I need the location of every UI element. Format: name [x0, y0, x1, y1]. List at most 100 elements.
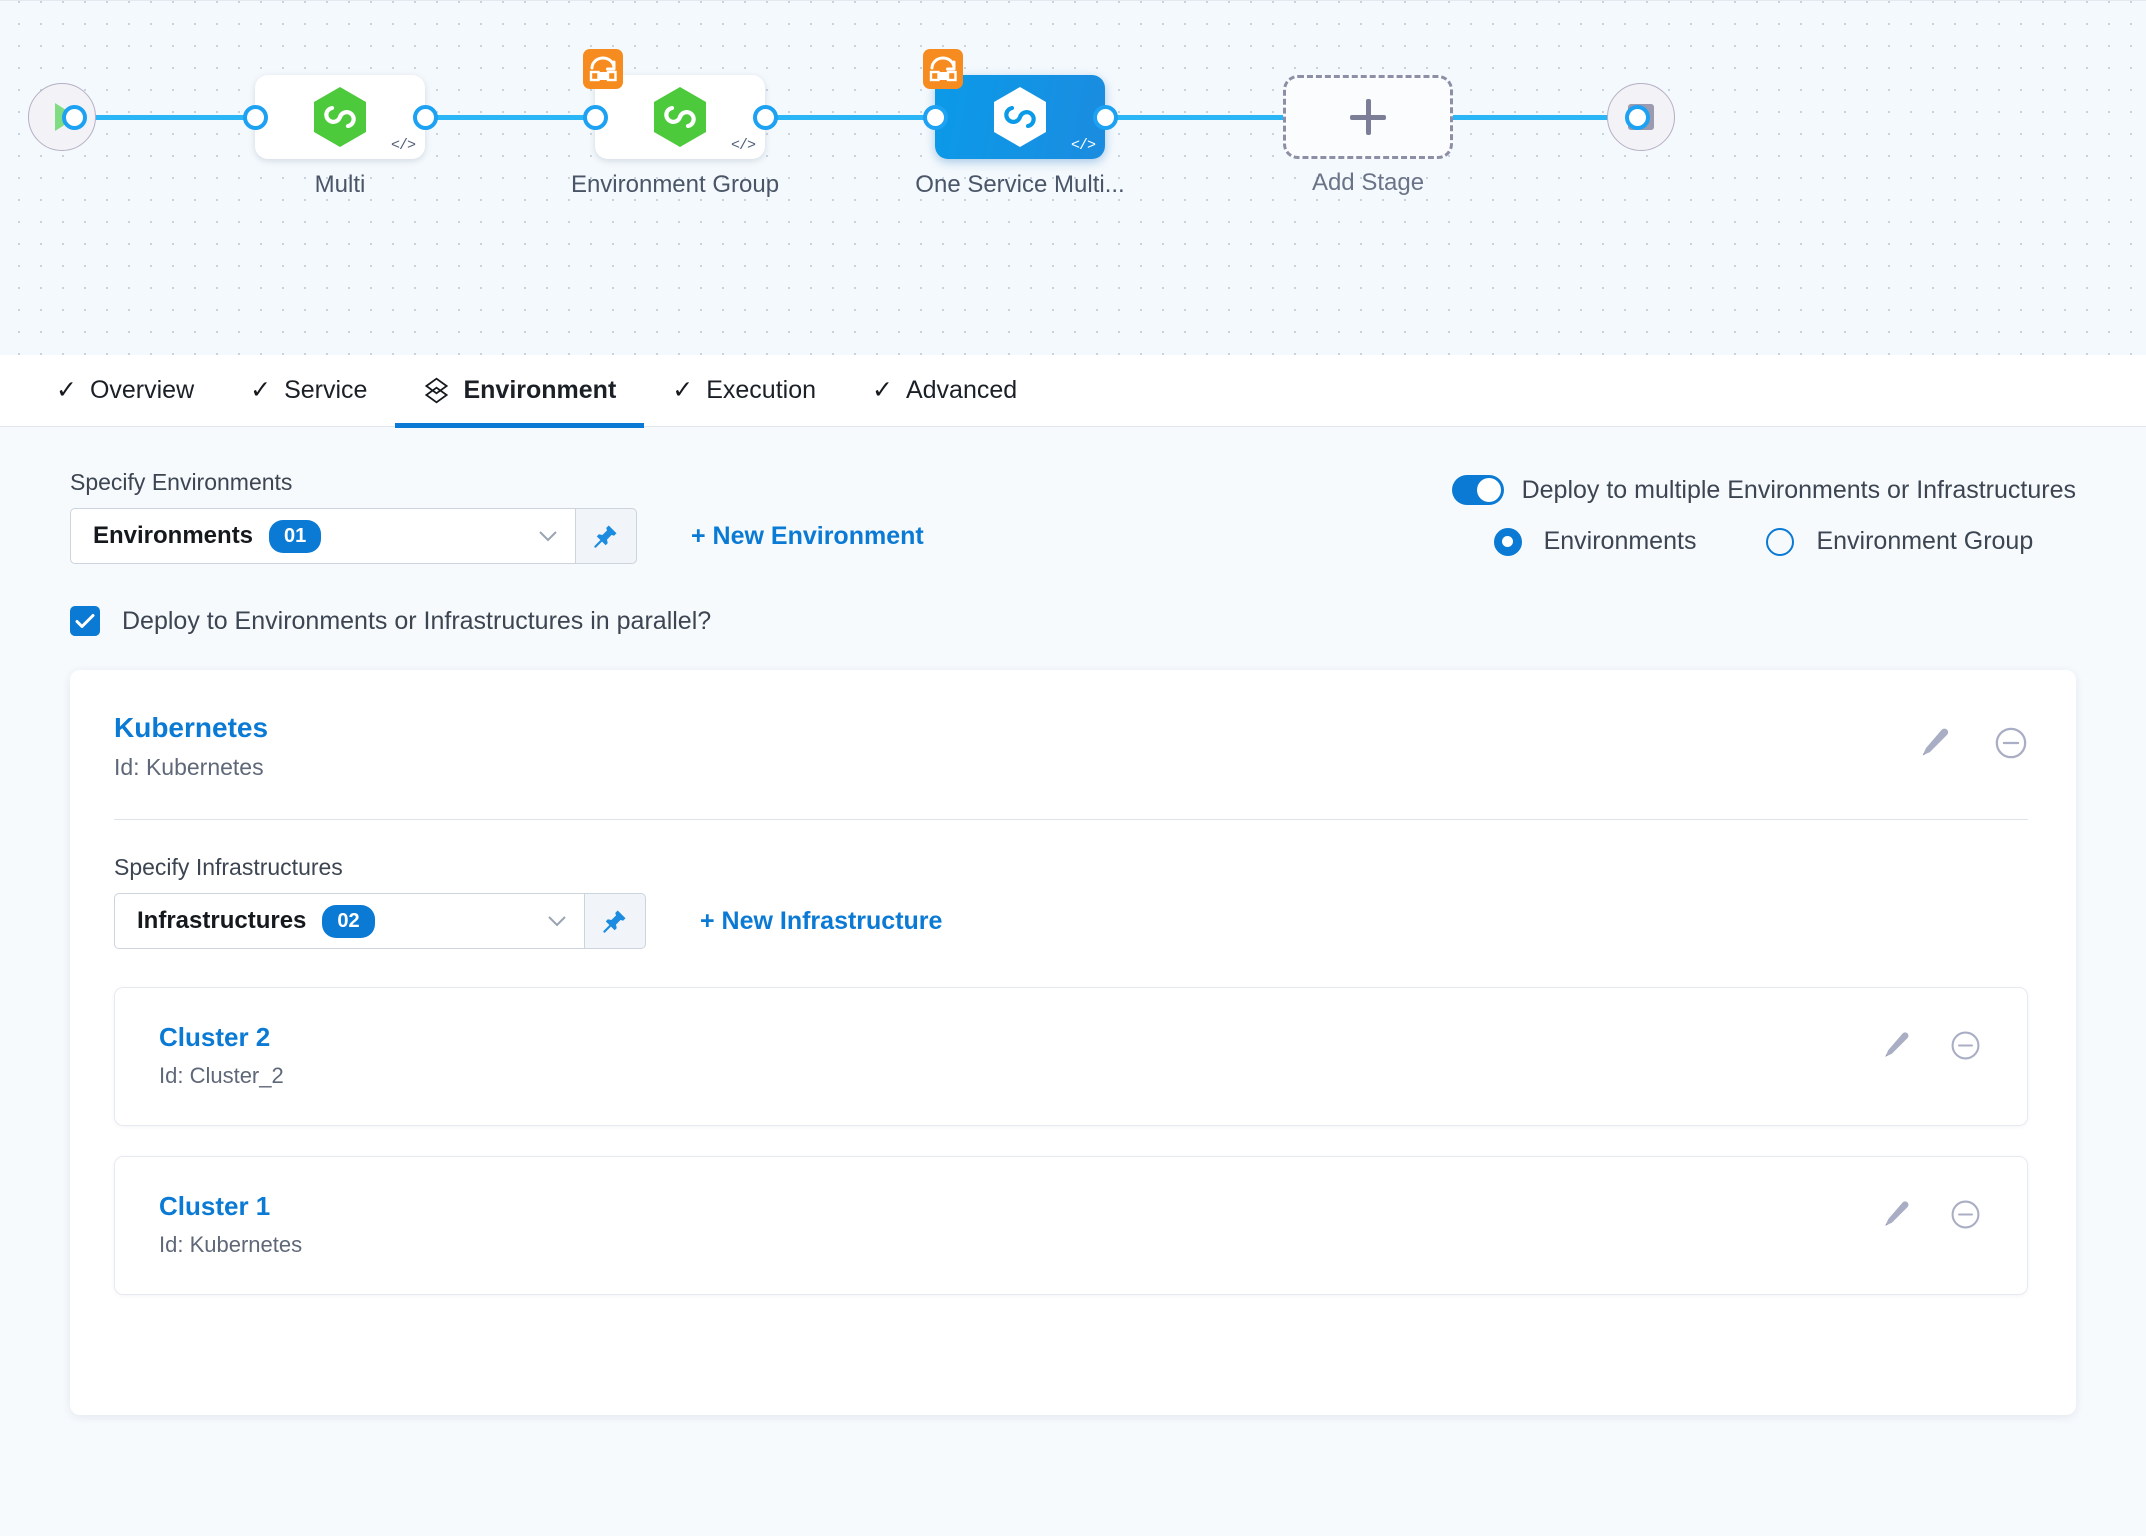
environment-card: Kubernetes Id: Kubernetes	[70, 670, 2076, 1415]
new-infrastructure-button[interactable]: + New Infrastructure	[700, 907, 942, 936]
minus-circle-icon	[1950, 1199, 1981, 1230]
deploy-multiple-toggle[interactable]	[1452, 475, 1504, 505]
minus-circle-icon	[1950, 1030, 1981, 1061]
chevron-down-icon	[546, 914, 568, 928]
environment-panel: Specify Environments Environments 01 + N…	[0, 427, 2146, 1415]
radio-environment-group-label: Environment Group	[1816, 527, 2033, 556]
infrastructure-name[interactable]: Cluster 1	[159, 1191, 302, 1222]
environment-name[interactable]: Kubernetes	[114, 712, 268, 744]
infrastructure-id: Id: Cluster_2	[159, 1063, 284, 1089]
add-stage-label: Add Stage	[1283, 169, 1453, 197]
radio-inner-dot	[1502, 536, 1513, 547]
connector-dot-2[interactable]	[413, 105, 438, 130]
edit-environment-button[interactable]	[1918, 726, 1952, 760]
parallel-deploy-row: Deploy to Environments or Infrastructure…	[70, 606, 2076, 636]
infrastructure-id: Id: Kubernetes	[159, 1232, 302, 1258]
environment-identity: Kubernetes Id: Kubernetes	[114, 712, 268, 781]
infrastructure-identity: Cluster 2 Id: Cluster_2	[159, 1022, 284, 1089]
infrastructure-identity: Cluster 1 Id: Kubernetes	[159, 1191, 302, 1258]
tab-environment[interactable]: Environment	[395, 355, 644, 427]
radio-environments-label: Environments	[1544, 527, 1697, 556]
chevron-down-icon	[537, 529, 559, 543]
matrix-strategy-icon[interactable]	[923, 49, 963, 89]
stage-node-environment-group[interactable]: </>	[595, 75, 765, 159]
connector-dot-4[interactable]	[753, 105, 778, 130]
minus-circle-icon	[1994, 726, 2028, 760]
stage-config-tabs: ✓ Overview ✓ Service Environment ✓ Execu…	[0, 355, 2146, 427]
plus-icon-vertical	[1366, 99, 1371, 135]
infrastructure-list: Cluster 2 Id: Cluster_2	[114, 987, 2028, 1295]
tab-advanced[interactable]: ✓ Advanced	[844, 355, 1045, 427]
add-stage-button[interactable]	[1283, 75, 1453, 159]
check-icon: ✓	[56, 378, 77, 403]
remove-infrastructure-button[interactable]	[1950, 1030, 1981, 1061]
remove-infrastructure-button[interactable]	[1950, 1199, 1981, 1230]
tab-label: Overview	[90, 376, 194, 405]
tab-service[interactable]: ✓ Service	[222, 355, 395, 427]
parallel-deploy-label: Deploy to Environments or Infrastructure…	[122, 607, 711, 636]
check-icon: ✓	[672, 378, 693, 403]
environment-id: Id: Kubernetes	[114, 754, 268, 781]
harness-hexagon-icon	[992, 86, 1048, 148]
parallel-deploy-checkbox[interactable]	[70, 606, 100, 636]
stage-code-icon[interactable]: </>	[1071, 137, 1095, 154]
environments-count-badge: 01	[269, 520, 321, 553]
pipeline-canvas[interactable]: </> Multi </> Environment Group	[0, 0, 2146, 355]
specify-environments-group: Specify Environments Environments 01 + N…	[70, 469, 924, 564]
layers-icon	[423, 377, 450, 404]
stage-label-one-service-multi: One Service Multi...	[915, 169, 1125, 200]
environments-pin-button[interactable]	[575, 508, 637, 564]
specify-environments-label: Specify Environments	[70, 469, 924, 496]
pencil-icon	[1881, 1030, 1912, 1061]
connector-dot-6[interactable]	[1093, 105, 1118, 130]
stage-code-icon[interactable]: </>	[391, 137, 415, 154]
infrastructures-count-badge: 02	[322, 905, 374, 938]
stage-label-environment-group: Environment Group	[570, 169, 780, 200]
pencil-icon	[1918, 726, 1952, 760]
toggle-knob	[1477, 478, 1501, 502]
infrastructure-name[interactable]: Cluster 2	[159, 1022, 284, 1053]
harness-hexagon-icon	[312, 86, 368, 148]
radio-environments[interactable]	[1494, 528, 1522, 556]
check-icon: ✓	[250, 378, 271, 403]
tab-label: Advanced	[906, 376, 1017, 405]
remove-environment-button[interactable]	[1994, 726, 2028, 760]
pin-icon	[593, 523, 619, 549]
tab-label: Execution	[706, 376, 816, 405]
connector-dot-3[interactable]	[583, 105, 608, 130]
multi-deploy-controls: Deploy to multiple Environments or Infra…	[1452, 469, 2076, 564]
stage-code-icon[interactable]: </>	[731, 137, 755, 154]
new-environment-button[interactable]: + New Environment	[691, 522, 924, 551]
connector-dot-1[interactable]	[243, 105, 268, 130]
infrastructure-row[interactable]: Cluster 2 Id: Cluster_2	[114, 987, 2028, 1126]
connector-dot-5[interactable]	[923, 105, 948, 130]
infrastructures-select[interactable]: Infrastructures 02	[114, 893, 584, 949]
card-divider	[114, 819, 2028, 820]
pin-icon	[602, 908, 628, 934]
specify-infrastructures-label: Specify Infrastructures	[114, 854, 2028, 881]
infrastructure-row[interactable]: Cluster 1 Id: Kubernetes	[114, 1156, 2028, 1295]
specify-infrastructures-group: Specify Infrastructures Infrastructures …	[114, 854, 2028, 949]
tab-label: Service	[284, 376, 367, 405]
environments-select[interactable]: Environments 01	[70, 508, 575, 564]
check-icon	[75, 613, 95, 629]
radio-environment-group[interactable]	[1766, 528, 1794, 556]
edit-infrastructure-button[interactable]	[1881, 1030, 1912, 1061]
edit-infrastructure-button[interactable]	[1881, 1199, 1912, 1230]
matrix-strategy-icon[interactable]	[583, 49, 623, 89]
pencil-icon	[1881, 1199, 1912, 1230]
tab-label: Environment	[463, 376, 616, 405]
environments-select-value: Environments	[93, 522, 253, 550]
stage-label-multi: Multi	[235, 169, 445, 200]
check-icon: ✓	[872, 378, 893, 403]
infrastructures-select-value: Infrastructures	[137, 907, 306, 935]
tab-execution[interactable]: ✓ Execution	[644, 355, 844, 427]
harness-hexagon-icon	[652, 86, 708, 148]
infrastructures-pin-button[interactable]	[584, 893, 646, 949]
tab-overview[interactable]: ✓ Overview	[28, 355, 222, 427]
stage-node-one-service-multi[interactable]: </>	[935, 75, 1105, 159]
connector-dot-end[interactable]	[1625, 105, 1650, 130]
deploy-multiple-label: Deploy to multiple Environments or Infra…	[1522, 476, 2076, 505]
connector-dot-start[interactable]	[62, 105, 87, 130]
stage-node-multi[interactable]: </>	[255, 75, 425, 159]
